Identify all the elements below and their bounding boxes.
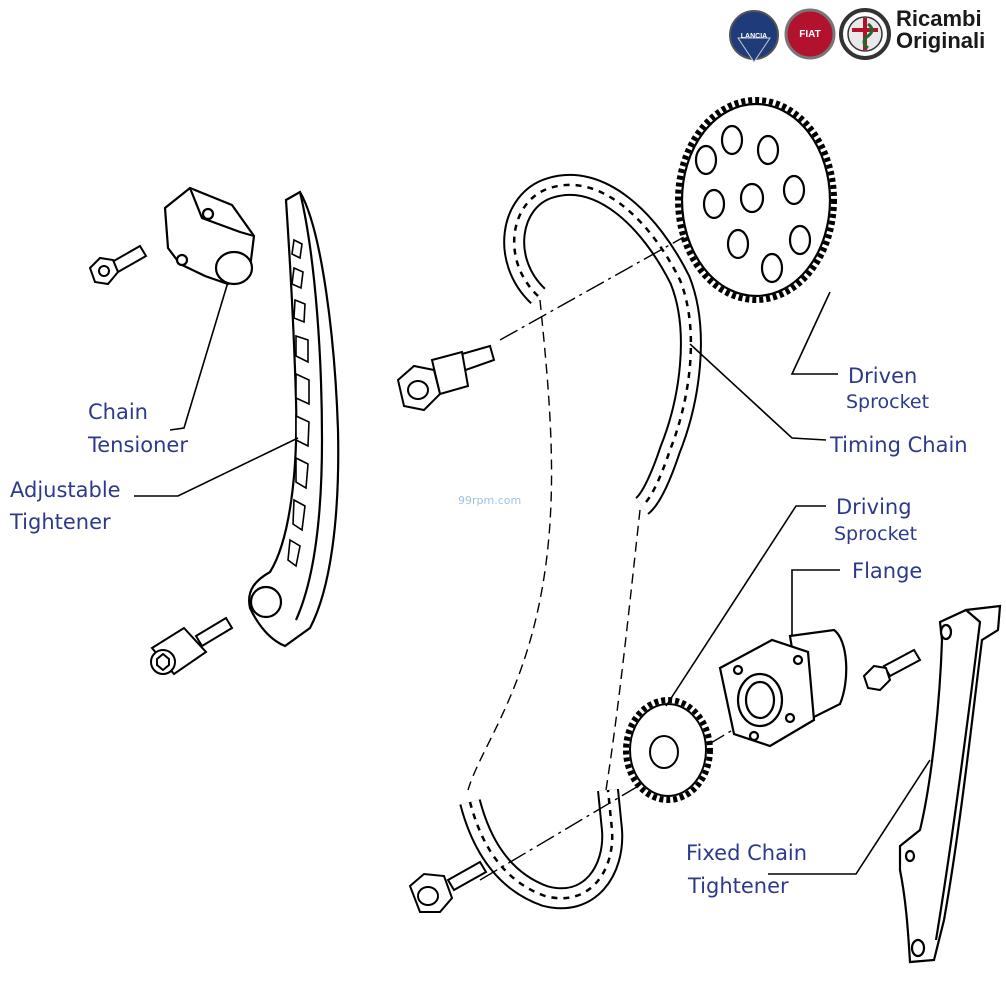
timing-chain-part — [503, 173, 702, 515]
label-timing-chain: Timing Chain — [830, 433, 968, 457]
adjustable-tightener-part — [248, 190, 340, 648]
sprocket-bolt-bottom — [408, 860, 488, 913]
fiat-logo-text: FIAT — [799, 29, 820, 40]
watermark: 99rpm.com — [458, 494, 522, 507]
lancia-logo-text: LANCIA — [741, 33, 767, 40]
label-chain-tensioner-2: Tensioner — [88, 433, 188, 457]
brand-line2: Originali — [896, 28, 986, 53]
chain-path-dashed — [467, 299, 641, 791]
tightener-bolt — [150, 616, 234, 676]
label-driven-sprocket-2: Sprocket — [846, 391, 930, 413]
chain-tensioner-part — [163, 186, 256, 286]
alfa-romeo-logo — [839, 8, 891, 60]
lancia-logo: LANCIA — [729, 10, 779, 63]
label-flange: Flange — [852, 559, 923, 583]
flange-bolt — [862, 648, 922, 692]
tensioner-bolt — [88, 244, 148, 286]
brand-title: Ricambi Originali — [896, 8, 985, 52]
brand-line1: Ricambi — [896, 6, 982, 31]
fiat-logo: FIAT — [784, 8, 836, 60]
driven-sprocket-part — [675, 97, 837, 303]
timing-chain-bottom — [459, 788, 624, 910]
label-fixed-chain-tightener-1: Fixed Chain — [686, 841, 808, 865]
driving-sprocket-part — [623, 697, 713, 803]
flange-part — [718, 628, 848, 748]
label-fixed-chain-tightener-2: Tightener — [688, 874, 789, 898]
label-driven-sprocket-1: Driven — [848, 364, 918, 388]
label-adjustable-tightener-1: Adjustable — [10, 478, 121, 502]
label-adjustable-tightener-2: Tightener — [10, 510, 111, 534]
label-driving-sprocket-1: Driving — [836, 495, 912, 519]
sprocket-bolt-top — [396, 344, 496, 412]
label-driving-sprocket-2: Sprocket — [834, 523, 918, 545]
label-chain-tensioner-1: Chain — [88, 400, 148, 424]
leader-lines — [134, 281, 931, 875]
fixed-chain-tightener-part — [898, 604, 1002, 964]
